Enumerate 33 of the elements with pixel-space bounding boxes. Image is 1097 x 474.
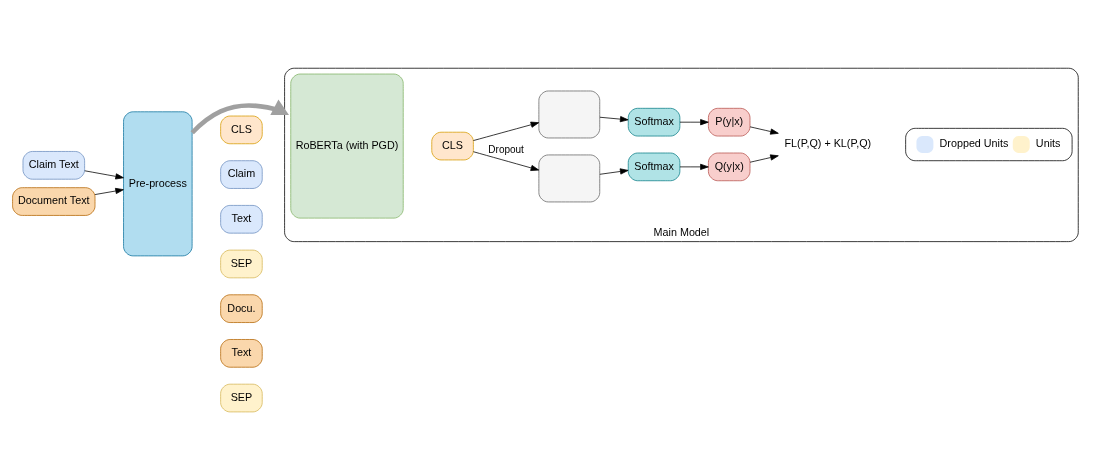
arrow [599,168,629,175]
node-box [538,154,601,203]
arrow [94,187,124,195]
legend-label: Dropped Units [939,137,1009,150]
arrow [190,99,289,135]
arrow [473,121,540,141]
node-box: RoBERTa (with PGD) [290,73,404,219]
legend-label: Units [1035,137,1061,150]
arrow [473,151,540,171]
arrow [599,116,629,123]
node-box: CLS [431,131,474,161]
edge-label: Dropout [488,144,524,156]
node-box: Pre-process [123,111,193,257]
node-box: Text [220,205,263,234]
arrow [679,119,709,126]
node-box: Softmax [627,152,681,182]
node-text: FL(P,Q) + KL(P,Q) [784,137,872,150]
node-box: CLS [220,115,263,145]
arrow [679,163,709,170]
arrow [749,126,779,135]
node-box: Document Text [12,187,96,216]
node-box: SEP [220,249,263,279]
node-box: SEP [220,383,263,413]
arrow [749,154,779,163]
node-box [538,90,601,139]
node-box: Softmax [627,107,681,137]
node-box: Claim Text [22,151,85,180]
node-box: Text [220,339,263,368]
node-box: P(y|x) [708,107,751,137]
node-box: Claim [220,160,263,189]
arrow [84,170,124,180]
node-box: Docu. [220,294,263,323]
node-box: Q(y|x) [708,152,751,182]
